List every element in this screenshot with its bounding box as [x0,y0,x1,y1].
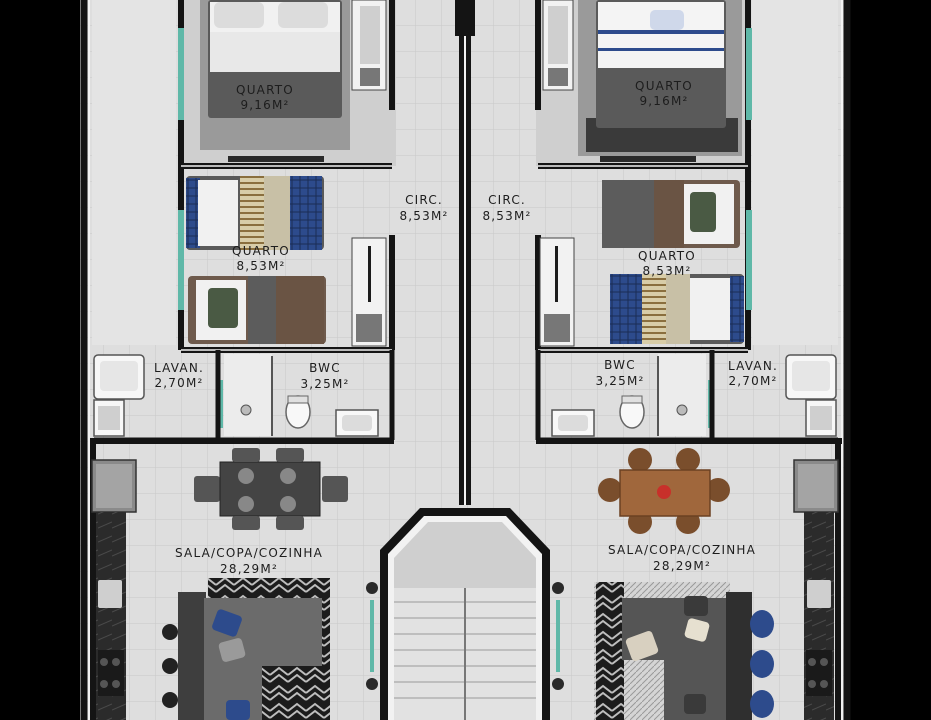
room-label-quarto-mid-left: QUARTO [232,244,290,258]
laundry-left [93,354,145,437]
exterior-walls [80,0,851,720]
room-area-circ-left: 8,53M² [399,209,448,223]
room-area-quarto-top-right: 9,16M² [639,94,688,108]
room-label-quarto-top-left: QUARTO [236,83,294,97]
room-area-lavan-left: 2,70M² [154,376,203,390]
balcony-strip-right [752,0,838,345]
room-label-lavan-right: LAVAN. [728,359,778,373]
bathroom-right [551,354,706,437]
room-area-bwc-left: 3,25M² [300,377,349,391]
bathroom-left [224,354,379,437]
room-label-quarto-top-right: QUARTO [635,79,693,93]
kitchen-counter-right [793,459,839,720]
room-label-bwc-right: BWC [604,358,636,372]
room-label-lavan-left: LAVAN. [154,361,204,375]
room-area-sala-right: 28,29M² [653,559,711,573]
room-area-quarto-top-left: 9,16M² [240,98,289,112]
room-label-sala-left: SALA/COPA/COZINHA [175,546,323,560]
room-label-circ-left: CIRC. [405,193,443,207]
staircase [366,508,564,720]
bedroom-top-right [536,0,748,166]
dining-table-right [598,448,730,534]
room-area-sala-left: 28,29M² [220,562,278,576]
room-label-quarto-mid-right: QUARTO [638,249,696,263]
living-right [594,582,774,720]
room-label-bwc-left: BWC [309,361,341,375]
dining-table-left [194,448,348,530]
room-area-quarto-mid-left: 8,53M² [236,259,285,273]
room-area-circ-right: 8,53M² [482,209,531,223]
service-living-divider [90,438,842,720]
room-area-bwc-right: 3,25M² [595,374,644,388]
kitchen-counter-left [91,459,137,720]
party-wall [455,0,475,505]
laundry-right [785,354,837,437]
room-label-circ-right: CIRC. [488,193,526,207]
living-left [162,578,330,720]
balcony-strip-left [92,0,176,345]
room-area-lavan-right: 2,70M² [728,374,777,388]
room-labels: QUARTO 9,16M² QUARTO 9,16M² QUARTO 8,53M… [154,79,778,576]
room-area-quarto-mid-right: 8,53M² [642,264,691,278]
room-label-sala-right: SALA/COPA/COZINHA [608,543,756,557]
bedroom-top-left [184,0,396,166]
exterior-wall-trim [88,0,843,720]
bedroom-mid-right [539,180,744,347]
bedroom-mid-left [186,176,387,347]
